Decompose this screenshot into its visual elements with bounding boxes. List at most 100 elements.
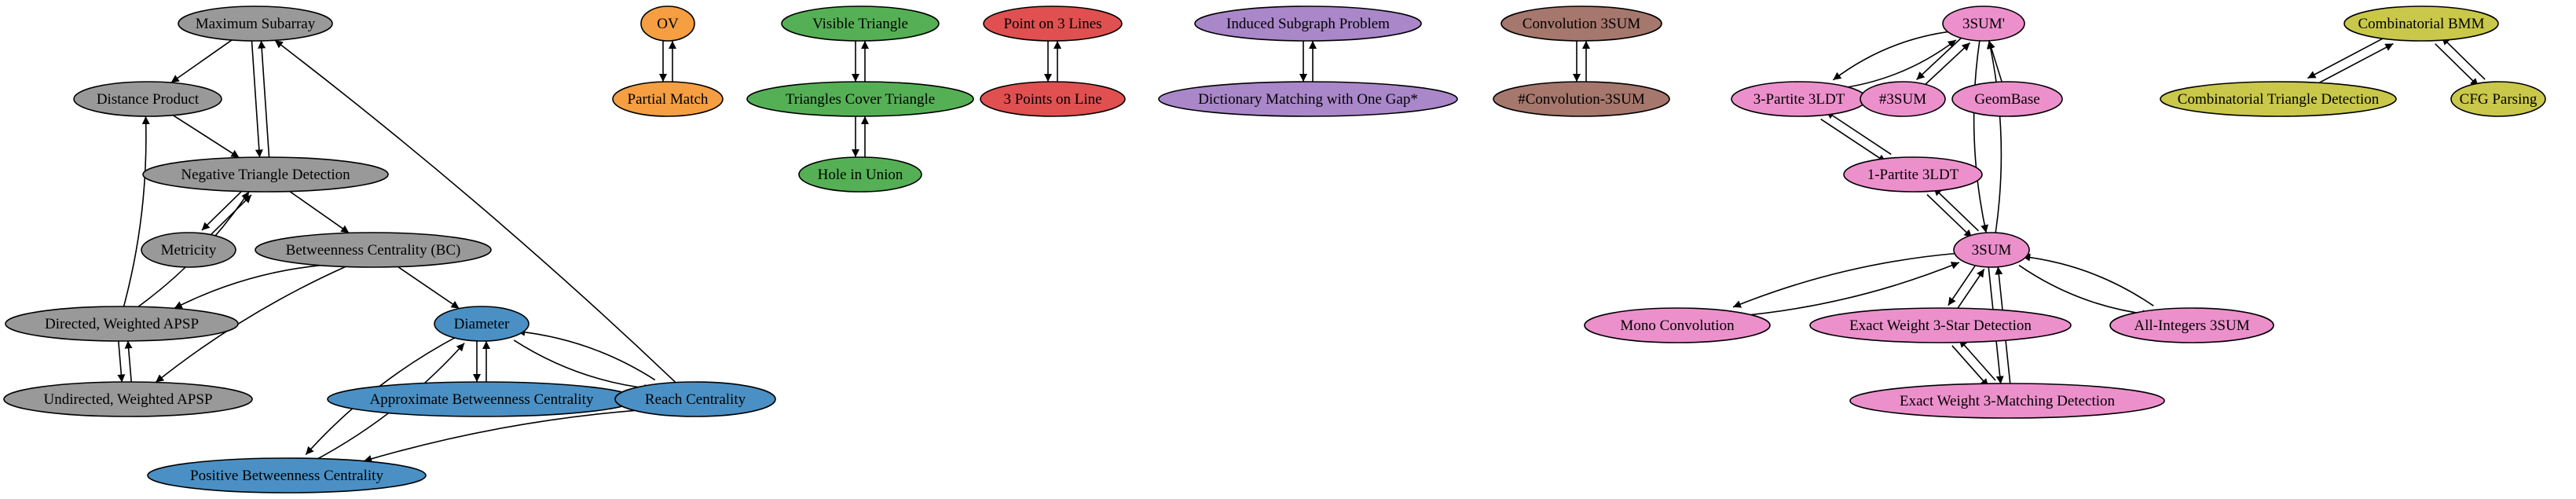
edge-ew3star-to-ew3match [1951, 345, 1989, 387]
node-mono_conv: Mono Convolution [1584, 307, 1771, 343]
node-shape-visible_tri [781, 6, 940, 42]
node-shape-metricity [141, 232, 236, 268]
node-undir_apsp: Undirected, Weighted APSP [3, 381, 253, 417]
node-ew3match: Exact Weight 3-Matching Detection [1849, 383, 2165, 419]
edge-metricity-to-neg_triangle [207, 194, 252, 238]
node-tri_cover: Triangles Cover Triangle [746, 81, 974, 117]
node-shape-conv3sum [1501, 6, 1662, 42]
edge-mono_conv-to-threesum [1735, 262, 1960, 317]
node-shape-threesum_p [1942, 6, 2025, 42]
edge-onepartite-to-threesum [1926, 194, 1973, 239]
node-label-undir_apsp: Undirected, Weighted APSP [43, 391, 212, 408]
edge-threesum-to-threesum_p [1986, 40, 2003, 233]
node-label-pos_bc: Positive Betweenness Centrality [190, 468, 383, 484]
node-comb_tri: Combinatorial Triangle Detection [2160, 81, 2397, 117]
node-betweenness: Betweenness Centrality (BC) [255, 232, 492, 268]
node-label-visible_tri: Visible Triangle [812, 16, 908, 32]
node-allint: All-Integers 3SUM [2109, 307, 2274, 343]
edge-comb_tri-to-comb_bmm [2311, 42, 2394, 87]
edge-threesum-to-onepartite [1933, 187, 1980, 232]
edge-betweenness-to-dir_apsp [174, 264, 321, 310]
node-shape-mono_conv [1584, 307, 1771, 343]
edge-allint-to-threesum [2022, 253, 2154, 306]
node-shape-allint [2109, 307, 2274, 343]
edge-diameter-to-reach [513, 339, 652, 392]
node-reach: Reach Centrality [614, 381, 776, 417]
node-shape-partial_match [612, 81, 724, 117]
edges-layer [117, 30, 2486, 463]
edge-neg_triangle-to-max_subarray [258, 40, 270, 157]
edge-distance_product-to-neg_triangle [172, 114, 240, 159]
node-label-approx_bc: Approximate Betweenness Centrality [370, 391, 594, 408]
edge-threesum-to-mono_conv [1732, 252, 1958, 308]
node-shape-betweenness [255, 232, 492, 268]
node-label-metricity: Metricity [161, 242, 217, 259]
node-ew3star: Exact Weight 3-Star Detection [1809, 307, 2072, 343]
edge-h3sum-to-threesum_p [1922, 42, 1971, 87]
node-ov: OV [640, 6, 695, 42]
node-shape-geombase [1951, 81, 2063, 117]
node-pts3: 3 Points on Line [980, 81, 1126, 117]
node-metricity: Metricity [141, 232, 236, 268]
node-label-pts3: 3 Points on Line [1003, 91, 1101, 108]
node-geombase: GeomBase [1951, 81, 2063, 117]
node-tripartite: 3-Partite 3LDT [1731, 81, 1867, 117]
node-cfg: CFG Parsing [2450, 81, 2546, 117]
node-max_subarray: Maximum Subarray [178, 6, 333, 42]
node-label-threesum_p: 3SUM' [1962, 16, 2005, 32]
node-label-onepartite: 1-Partite 3LDT [1867, 167, 1959, 183]
edge-threesum-to-ew3star [1948, 263, 1977, 306]
node-label-conv3sum: Convolution 3SUM [1523, 16, 1641, 32]
node-shape-cfg [2450, 81, 2546, 117]
node-label-ew3star: Exact Weight 3-Star Detection [1849, 317, 2032, 334]
edge-cfg-to-comb_bmm [2441, 36, 2486, 80]
node-approx_bc: Approximate Betweenness Centrality [327, 381, 636, 417]
node-hconv3sum: #Convolution-3SUM [1493, 81, 1670, 117]
node-shape-h3sum [1860, 81, 1946, 117]
node-shape-ew3match [1849, 383, 2165, 419]
node-visible_tri: Visible Triangle [781, 6, 940, 42]
node-label-tripartite: 3-Partite 3LDT [1753, 91, 1845, 108]
edge-max_subarray-to-neg_triangle [251, 41, 263, 158]
edge-neg_triangle-to-betweenness [289, 190, 350, 234]
node-shape-hole_union [798, 156, 922, 193]
node-shape-onepartite [1843, 156, 1983, 193]
edge-ew3star-to-threesum [1955, 268, 1985, 311]
node-label-ov: OV [657, 16, 679, 32]
node-distance_product: Distance Product [73, 81, 222, 117]
edge-threesum_p-to-threesum [1973, 41, 1989, 233]
node-label-induced: Induced Subgraph Problem [1226, 16, 1390, 32]
node-label-cfg: CFG Parsing [2460, 91, 2538, 108]
edge-comb_bmm-to-cfg [2435, 43, 2479, 87]
node-label-diameter: Diameter [454, 316, 510, 332]
node-shape-dir_apsp [5, 306, 239, 342]
node-onepartite: 1-Partite 3LDT [1843, 156, 1983, 193]
edge-reach-to-pos_bc [363, 409, 635, 463]
node-shape-ew3star [1809, 307, 2072, 343]
node-label-point3: Point on 3 Lines [1003, 16, 1101, 32]
node-label-ew3match: Exact Weight 3-Matching Detection [1900, 393, 2116, 409]
node-shape-point3 [983, 6, 1123, 42]
edge-ew3match-to-ew3star [1959, 339, 1996, 381]
node-label-allint: All-Integers 3SUM [2134, 317, 2249, 334]
node-shape-diameter [434, 306, 529, 342]
node-label-distance_product: Distance Product [97, 91, 200, 108]
node-shape-pos_bc [147, 457, 427, 493]
node-label-comb_tri: Combinatorial Triangle Detection [2178, 91, 2380, 108]
edge-onepartite-to-tripartite [1825, 110, 1892, 156]
edge-dir_apsp-to-undir_apsp [117, 341, 126, 383]
edge-tripartite-to-threesum_p [1836, 39, 1957, 90]
node-shape-comb_bmm [2343, 6, 2499, 42]
node-point3: Point on 3 Lines [983, 6, 1123, 42]
node-label-max_subarray: Maximum Subarray [196, 16, 316, 32]
edge-comb_bmm-to-comb_tri [2307, 35, 2390, 79]
edge-reach-to-diameter [517, 328, 656, 381]
node-label-betweenness: Betweenness Centrality (BC) [286, 242, 461, 259]
edge-reach-to-max_subarray [274, 39, 676, 383]
node-shape-dict_match [1158, 81, 1458, 117]
node-h3sum: #3SUM [1860, 81, 1946, 117]
node-label-dict_match: Dictionary Matching with One Gap* [1198, 91, 1418, 108]
edge-betweenness-to-undir_apsp [155, 266, 346, 383]
